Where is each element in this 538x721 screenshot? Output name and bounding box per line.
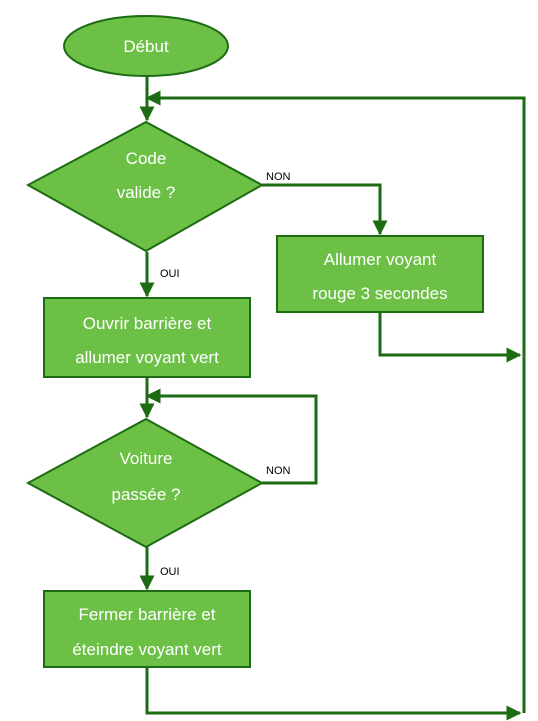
- open-barrier-process-shape: [43, 297, 251, 378]
- red-light-line-2: rouge 3 secondes: [312, 284, 447, 303]
- decision-car-line-2: passée ?: [112, 485, 181, 504]
- node-red-light: Allumer voyant rouge 3 secondes: [276, 235, 484, 313]
- edge-red-to-loop: [378, 312, 522, 363]
- edge-label-code-no: NON: [266, 171, 291, 183]
- decision-car-line-1: Voiture: [120, 449, 173, 468]
- decision-code-shape: [25, 120, 265, 253]
- connectors: [139, 76, 526, 721]
- edge-label-car-no: NON: [266, 465, 291, 477]
- edge-loop-return-top: [145, 90, 526, 713]
- edge-close-to-loop: [145, 667, 522, 721]
- node-start: Début: [63, 15, 229, 77]
- open-barrier-line-2: allumer voyant vert: [75, 348, 219, 367]
- close-barrier-line-2: éteindre voyant vert: [72, 640, 222, 659]
- red-light-process-shape: [276, 235, 484, 313]
- decision-code-line-2: valide ?: [117, 183, 176, 202]
- edge-code-no-to-red: [262, 183, 388, 236]
- node-close-barrier: Fermer barrière et éteindre voyant vert: [43, 590, 251, 668]
- decision-car-shape: [25, 417, 265, 549]
- node-decision-code: Code valide ?: [25, 120, 265, 253]
- edge-car-no-loop: [145, 388, 318, 485]
- edge-labels: NON OUI NON OUI: [160, 171, 291, 578]
- node-open-barrier: Ouvrir barrière et allumer voyant vert: [43, 297, 251, 378]
- start-terminal-shape: [63, 15, 229, 77]
- node-decision-car: Voiture passée ?: [25, 417, 265, 549]
- open-barrier-line-1: Ouvrir barrière et: [83, 314, 212, 333]
- edge-label-car-yes: OUI: [160, 566, 180, 578]
- edge-label-code-yes: OUI: [160, 268, 180, 280]
- close-barrier-process-shape: [43, 590, 251, 668]
- close-barrier-line-1: Fermer barrière et: [79, 605, 216, 624]
- red-light-line-1: Allumer voyant: [324, 250, 437, 269]
- start-label: Début: [123, 37, 169, 56]
- decision-code-line-1: Code: [126, 149, 167, 168]
